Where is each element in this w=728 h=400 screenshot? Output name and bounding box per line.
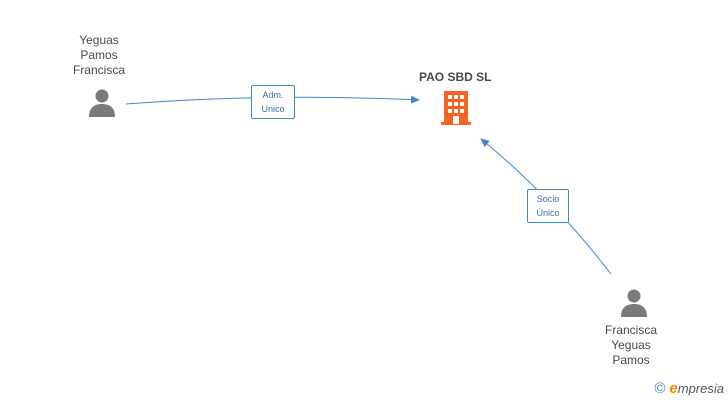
person-top-name-line: Francisca xyxy=(72,63,125,77)
brand-initial: e xyxy=(669,380,678,397)
brand-rest: mpresia xyxy=(677,381,724,396)
brand-logo[interactable]: empresia xyxy=(669,380,724,398)
person-bottom-label: Francisca Yeguas Pamos xyxy=(591,323,671,368)
edge-label-socio-line: Socio xyxy=(536,194,560,204)
brand-footer: © empresia xyxy=(654,380,724,398)
person-bottom-name-line: Pamos xyxy=(612,353,650,367)
person-icon[interactable] xyxy=(619,288,649,318)
edge-label-socio-line: Único xyxy=(536,208,560,218)
edge-label-adm-line: Unico xyxy=(261,104,285,114)
person-bottom-name-line: Yeguas xyxy=(611,338,651,352)
building-icon[interactable] xyxy=(441,90,473,126)
edge-label-adm[interactable]: Adm. Unico xyxy=(251,85,295,119)
edge-label-adm-line: Adm. xyxy=(262,90,284,100)
edge-label-socio[interactable]: Socio Único xyxy=(527,189,569,223)
person-icon[interactable] xyxy=(87,88,117,118)
person-top-label: Yeguas Pamos Francisca xyxy=(59,33,139,78)
person-top-name-line: Yeguas xyxy=(79,33,119,47)
company-name: PAO SBD SL xyxy=(419,70,492,84)
person-bottom-name-line: Francisca xyxy=(604,323,657,337)
person-top-name-line: Pamos xyxy=(80,48,118,62)
copyright-icon: © xyxy=(654,380,666,397)
